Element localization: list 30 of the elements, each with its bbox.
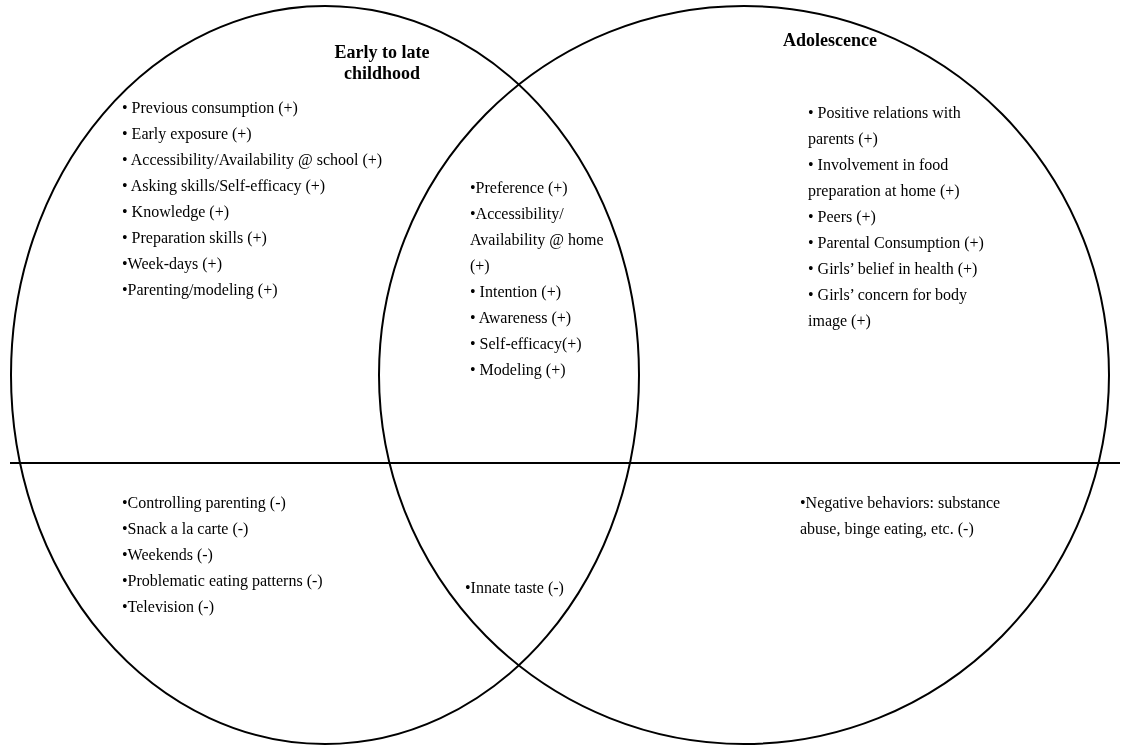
bullet-item: •Snack a la carte (-)	[122, 519, 250, 540]
bullet-item: • Awareness (+)	[470, 308, 573, 329]
bullet-item: • Asking skills/Self-efficacy (+)	[122, 176, 327, 197]
bullet-item: • Positive relations with parents (+)	[808, 103, 962, 150]
bullet-item: • Intention (+)	[470, 282, 563, 303]
bullet-item: •Parenting/modeling (+)	[122, 280, 279, 301]
bullet-item: •Week-days (+)	[122, 254, 223, 275]
bullet-item: •Innate taste (-)	[465, 578, 565, 599]
bullet-item: •Weekends (-)	[122, 545, 214, 566]
circle-heading: Early to late childhood	[333, 42, 431, 84]
bullet-item: •Problematic eating patterns (-)	[122, 571, 324, 592]
circle-heading: Adolescence	[782, 30, 878, 51]
bullet-item: • Girls’ belief in health (+)	[808, 259, 979, 280]
bullet-item: •Accessibility/ Availability @ home (+)	[470, 204, 605, 277]
bullet-item: • Parental Consumption (+)	[808, 233, 985, 254]
bullet-item: • Peers (+)	[808, 207, 877, 228]
bullet-item: • Accessibility/Availability @ school (+)	[122, 150, 384, 171]
bullet-item: • Modeling (+)	[470, 360, 567, 381]
bullet-item: •Preference (+)	[470, 178, 569, 199]
bullet-item: • Self-efficacy(+)	[470, 334, 583, 355]
bullet-item: •Negative behaviors: substance abuse, binge eating, etc. (-)	[800, 493, 1002, 540]
bullet-item: • Early exposure (+)	[122, 124, 253, 145]
bullet-item: •Television (-)	[122, 597, 215, 618]
bullet-item: • Preparation skills (+)	[122, 228, 268, 249]
bullet-item: • Girls’ concern for body image (+)	[808, 285, 969, 332]
bullet-item: • Knowledge (+)	[122, 202, 231, 223]
bullet-item: •Controlling parenting (-)	[122, 493, 287, 514]
venn-circle	[10, 5, 640, 745]
bullet-item: • Involvement in food preparation at home (+)	[808, 155, 961, 202]
bullet-item: • Previous consumption (+)	[122, 98, 299, 119]
